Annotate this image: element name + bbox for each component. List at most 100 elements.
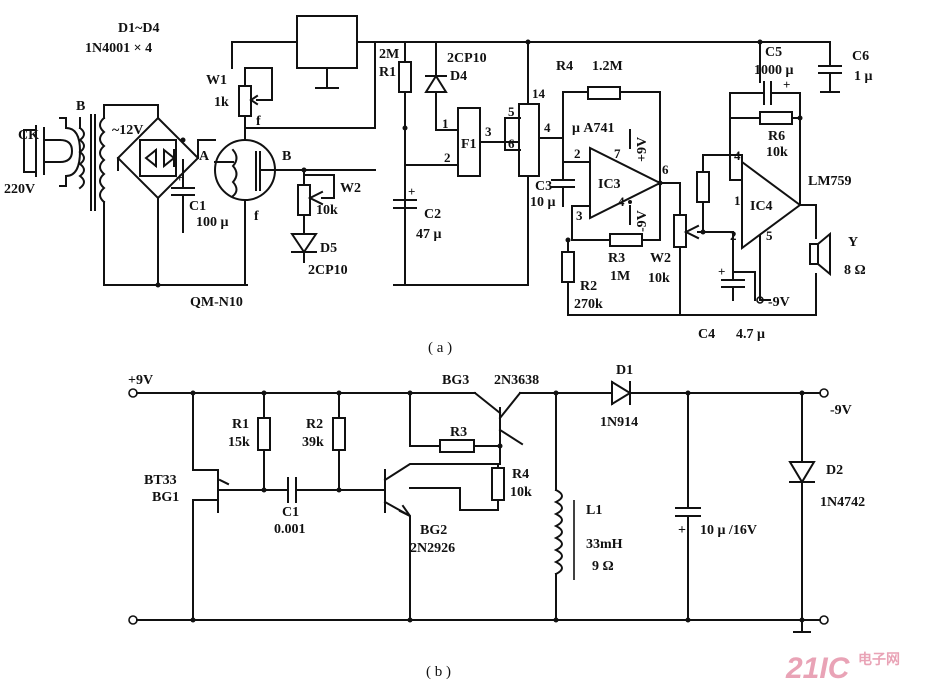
label-b-d1: D1 — [616, 363, 633, 378]
label-c4: C4 — [698, 327, 715, 342]
opamp-ic3 — [562, 129, 663, 247]
label-c3-value: 10 μ — [530, 195, 556, 210]
speaker-icon — [809, 231, 831, 277]
label-b-bg2-part: 2N2926 — [410, 541, 455, 556]
label-b-r2: R2 — [306, 417, 323, 432]
label-pin1: 1 — [442, 116, 449, 131]
label-r3: R3 — [608, 251, 625, 266]
label-pin5: 5 — [508, 104, 515, 119]
gate-f1 — [404, 107, 521, 177]
capacitor-b-10u: + — [675, 392, 701, 621]
potentiometer-w1 — [238, 67, 273, 141]
label-c5: C5 — [765, 45, 782, 60]
label-f-bottom: f — [254, 209, 259, 224]
label-b-d2: D2 — [826, 463, 843, 478]
label-r6: R6 — [768, 129, 785, 144]
label-d4-part: 2CP10 — [447, 51, 487, 66]
label-c2: C2 — [424, 207, 441, 222]
label-diodes: D1~D4 — [118, 21, 160, 36]
label-w2: W2 — [340, 181, 361, 196]
circuit-b: + +9V R1 15k R2 39k BT33 BG1 — [128, 363, 865, 680]
label-ic4-pin1: 1 — [734, 193, 741, 208]
label-f1: F1 — [461, 137, 477, 152]
label-b-minus9: -9V — [830, 403, 852, 418]
circuit-a: + — [4, 15, 873, 356]
label-pin3: 3 — [485, 124, 492, 139]
label-r1: R1 — [379, 65, 396, 80]
label-r3-value: 1M — [610, 269, 630, 284]
label-ic3-pin4: 4 — [618, 194, 625, 209]
label-b-bt33: BT33 — [144, 473, 177, 488]
label-b-l1-value: 33mH — [586, 537, 623, 552]
label-r1-value: 2M — [379, 47, 399, 62]
label-ic4: IC4 — [750, 199, 773, 214]
label-w1: W1 — [206, 73, 227, 88]
label-b-bg1: BG1 — [152, 490, 179, 505]
label-b-r1: R1 — [232, 417, 249, 432]
label-r4: R4 — [556, 59, 573, 74]
inductor-l1 — [553, 392, 575, 621]
label-b-r4: R4 — [512, 467, 529, 482]
capacitor-c4: + — [718, 231, 764, 304]
label-b-bg3: BG3 — [442, 373, 469, 388]
label-d5: D5 — [320, 241, 337, 256]
label-r4-value: 1.2M — [592, 59, 623, 74]
watermark-brand: 21IC — [785, 652, 851, 685]
label-b-cap-value: 10 μ /16V — [700, 523, 757, 538]
terminal-plus9 — [128, 388, 138, 398]
label-ic3-pin3: 3 — [576, 208, 583, 223]
watermark-cn: 电子网 — [858, 651, 900, 667]
label-c6-value: 1 μ — [854, 69, 873, 84]
svg-text:+: + — [783, 77, 790, 92]
label-pin14: 14 — [532, 86, 546, 101]
label-r6-value: 10k — [766, 145, 788, 160]
label-b-c1-value: 0.001 — [274, 522, 306, 537]
label-minus9: -9V — [635, 210, 650, 232]
terminal-minus9 — [819, 388, 829, 398]
label-plus9: +9V — [635, 137, 650, 162]
amplifier-ic4 — [729, 41, 817, 316]
label-b-d1-part: 1N914 — [600, 415, 638, 430]
label-speaker: Y — [848, 235, 858, 250]
label-b-plus9: +9V — [128, 373, 153, 388]
label-c1-value: 100 μ — [196, 215, 229, 230]
label-b-l1-res: 9 Ω — [592, 559, 614, 574]
label-b-r2-value: 39k — [302, 435, 324, 450]
label-ic4-pin4: 4 — [734, 148, 741, 163]
label-r2: R2 — [580, 279, 597, 294]
label-b-bg2: BG2 — [420, 523, 447, 538]
ic-14pin — [504, 41, 661, 286]
label-w2b: W2 — [650, 251, 671, 266]
label-ic3-pin2: 2 — [574, 146, 581, 161]
label-sensor: QM-N10 — [190, 295, 243, 310]
label-c5-value: 1000 μ — [754, 63, 794, 78]
label-w2b-value: 10k — [648, 271, 670, 286]
svg-text:+: + — [718, 264, 725, 279]
diode-b-d2 — [788, 392, 816, 633]
transformer-icon — [78, 104, 248, 286]
label-speaker-value: 8 Ω — [844, 263, 866, 278]
label-b-l1: L1 — [586, 503, 602, 518]
svg-text:+: + — [678, 523, 686, 538]
label-b-d2-part: 1N4742 — [820, 495, 865, 510]
label-ic3-type: μ A741 — [572, 121, 615, 136]
label-w2-value: 10k — [316, 203, 338, 218]
label-r2-value: 270k — [574, 297, 603, 312]
resistor-b-r4 — [409, 467, 505, 511]
caption-a: ( a ) — [428, 340, 452, 356]
label-c3: C3 — [535, 179, 552, 194]
label-c2-value: 47 μ — [416, 227, 442, 242]
resistor-b-r2 — [332, 392, 346, 491]
gas-sensor-icon — [214, 127, 376, 286]
svg-text:+: + — [408, 184, 415, 199]
transistor-bg2 — [383, 463, 499, 621]
label-ic4-pin2: 2 — [730, 228, 737, 243]
label-ic3-pin7: 7 — [614, 146, 621, 161]
label-ic3: IC3 — [598, 177, 621, 192]
bridge-rectifier — [116, 116, 216, 286]
resistor-r4 — [587, 86, 621, 100]
diode-d4 — [424, 41, 463, 131]
capacitor-c6 — [818, 41, 842, 93]
label-pin4: 4 — [544, 120, 551, 135]
capacitor-c5: + — [729, 77, 801, 119]
